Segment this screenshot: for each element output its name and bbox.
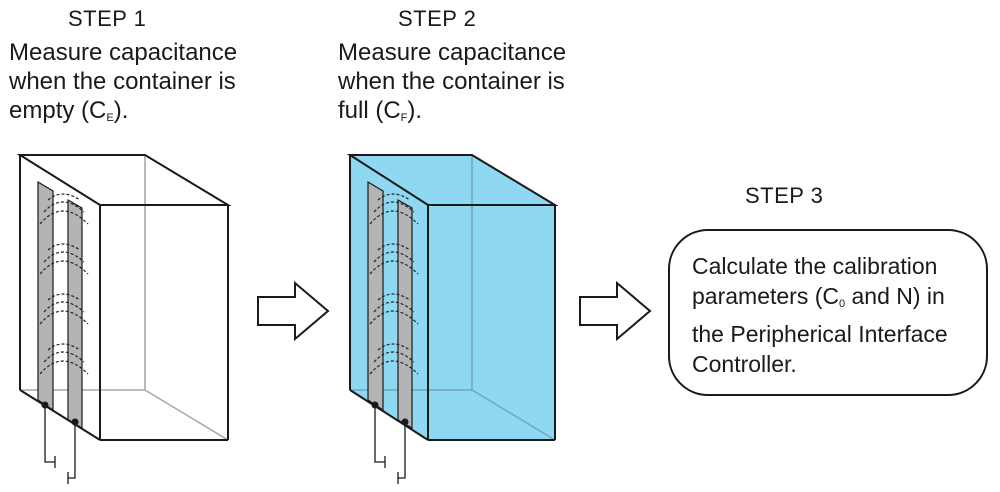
arrow-right-icon xyxy=(579,280,652,342)
step1-title: STEP 1 xyxy=(68,6,147,31)
step1-line1: Measure capacitance xyxy=(9,39,238,66)
step1-description: Measure capacitance when the container i… xyxy=(9,38,237,133)
step1-line3: empty (CE). xyxy=(9,97,129,124)
container-empty xyxy=(16,154,232,484)
step3-description: Calculate the calibration parameters (C0… xyxy=(692,251,948,379)
step2-line3: full (CF). xyxy=(338,97,423,124)
arrow-right-icon xyxy=(257,280,330,342)
step3-box: Calculate the calibration parameters (C0… xyxy=(668,229,988,396)
step2-line1: Measure capacitance xyxy=(338,39,567,66)
step3-line4: Controller. xyxy=(692,351,797,377)
step1-line2: when the container is xyxy=(9,68,236,95)
container-full xyxy=(346,154,559,484)
step3-line1: Calculate the calibration xyxy=(692,253,938,279)
step2-line2: when the container is xyxy=(338,68,565,95)
step3-line2: parameters (C0 and N) in xyxy=(692,283,945,310)
step3-title: STEP 3 xyxy=(745,183,824,208)
sensor-strip-left xyxy=(37,180,54,412)
sensor-strip-right xyxy=(67,198,83,430)
step2-title: STEP 2 xyxy=(398,6,477,31)
step3-line3: the Peripherical Interface xyxy=(692,321,948,347)
step2-description: Measure capacitance when the container i… xyxy=(338,38,566,133)
